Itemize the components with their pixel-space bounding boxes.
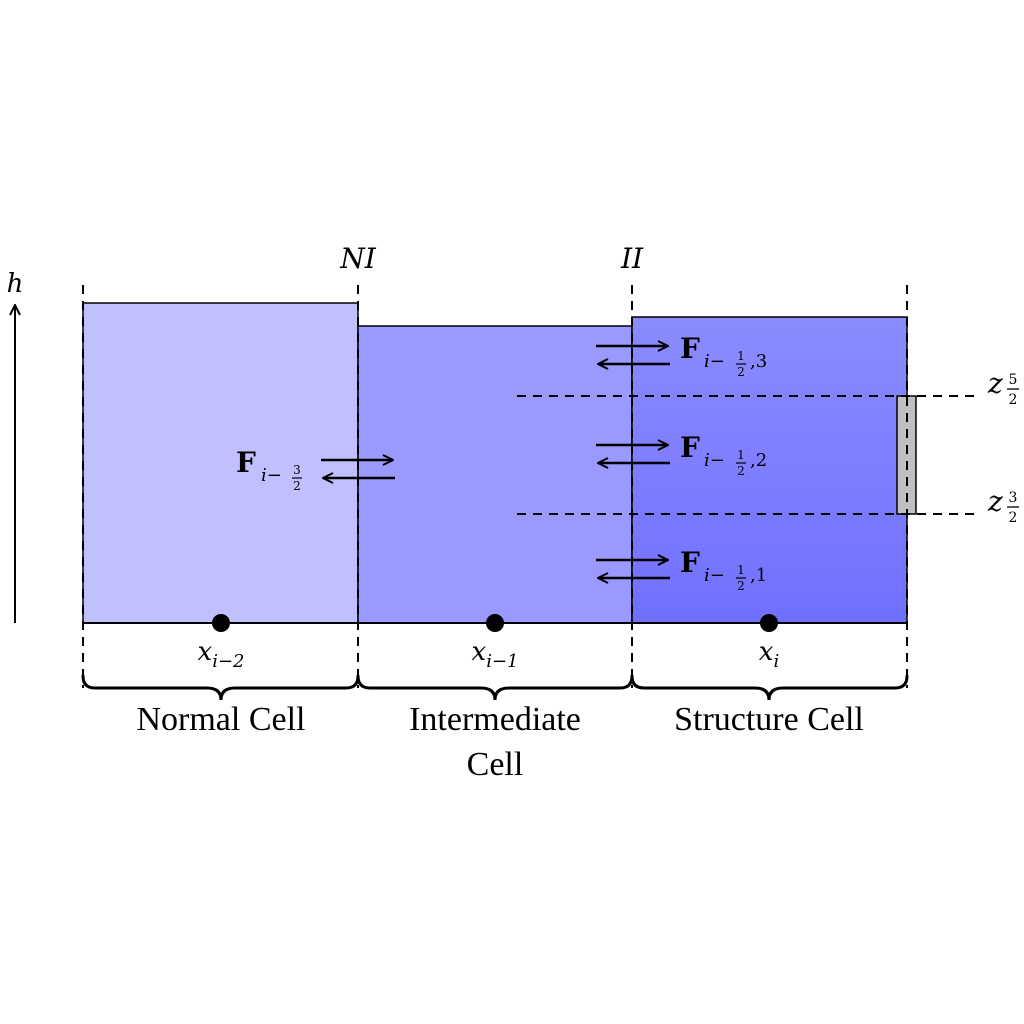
- svg-text:F: F: [680, 431, 700, 464]
- svg-text:2: 2: [737, 365, 745, 379]
- normal-cell-name: Normal Cell: [136, 701, 305, 738]
- flux-layer3-label: F i− 1 2 ,3: [680, 332, 767, 379]
- cell-boundaries: [82, 285, 908, 688]
- intermediate-cell-name-line2: Cell: [467, 746, 524, 783]
- center-point-intermediate: [486, 614, 504, 632]
- svg-text:2: 2: [737, 464, 745, 478]
- svg-text:2: 2: [1009, 510, 1018, 526]
- svg-text:1: 1: [737, 448, 745, 462]
- svg-text:1: 1: [737, 563, 745, 577]
- flux-layer1-label: F i− 1 2 ,1: [680, 546, 767, 593]
- svg-text:i−: i−: [704, 565, 725, 586]
- svg-text:5: 5: [1009, 372, 1018, 388]
- svg-text:2: 2: [293, 479, 301, 493]
- structure-cell-fill: [631, 316, 908, 624]
- svg-text:F: F: [236, 446, 256, 479]
- normal-cell-fill: [82, 302, 359, 624]
- svg-text:i−: i−: [261, 465, 282, 486]
- svg-text:,1: ,1: [750, 565, 767, 586]
- svg-text:z: z: [987, 367, 1003, 400]
- interface-ii-label: II: [620, 242, 644, 275]
- cell-braces: [81, 674, 909, 701]
- level-lines: [517, 395, 975, 515]
- svg-text:i−: i−: [704, 450, 725, 471]
- svg-text:i−: i−: [704, 351, 725, 372]
- center-point-normal: [212, 614, 230, 632]
- center-label-normal: xi−2: [198, 637, 245, 672]
- height-axis: h: [7, 269, 24, 623]
- svg-text:2: 2: [737, 579, 745, 593]
- svg-text:3: 3: [293, 463, 301, 477]
- center-label-intermediate: xi−1: [472, 637, 519, 672]
- flux-arrows: [321, 346, 670, 578]
- flux-layer2-label: F i− 1 2 ,2: [680, 431, 767, 478]
- center-label-structure: xi: [759, 637, 779, 672]
- height-axis-label: h: [7, 269, 24, 299]
- flux-left-label: F i− 3 2: [236, 446, 302, 493]
- intermediate-cell-fill: [357, 325, 633, 624]
- svg-text:2: 2: [1009, 392, 1018, 408]
- brace-intermediate: [356, 674, 634, 701]
- interface-ni-label: NI: [339, 242, 377, 275]
- level-upper-label: z 5 2: [987, 367, 1019, 408]
- structure-cell-name: Structure Cell: [674, 701, 864, 738]
- svg-text:z: z: [987, 485, 1003, 518]
- svg-text:1: 1: [737, 349, 745, 363]
- level-lower-label: z 3 2: [987, 485, 1019, 526]
- svg-text:F: F: [680, 546, 700, 579]
- brace-structure: [630, 674, 909, 701]
- center-point-structure: [760, 614, 778, 632]
- svg-text:3: 3: [1009, 490, 1018, 506]
- svg-text:,2: ,2: [750, 450, 767, 471]
- intermediate-cell-name-line1: Intermediate: [409, 701, 581, 738]
- svg-text:,3: ,3: [750, 351, 767, 372]
- brace-normal: [81, 674, 360, 701]
- svg-text:F: F: [680, 332, 700, 365]
